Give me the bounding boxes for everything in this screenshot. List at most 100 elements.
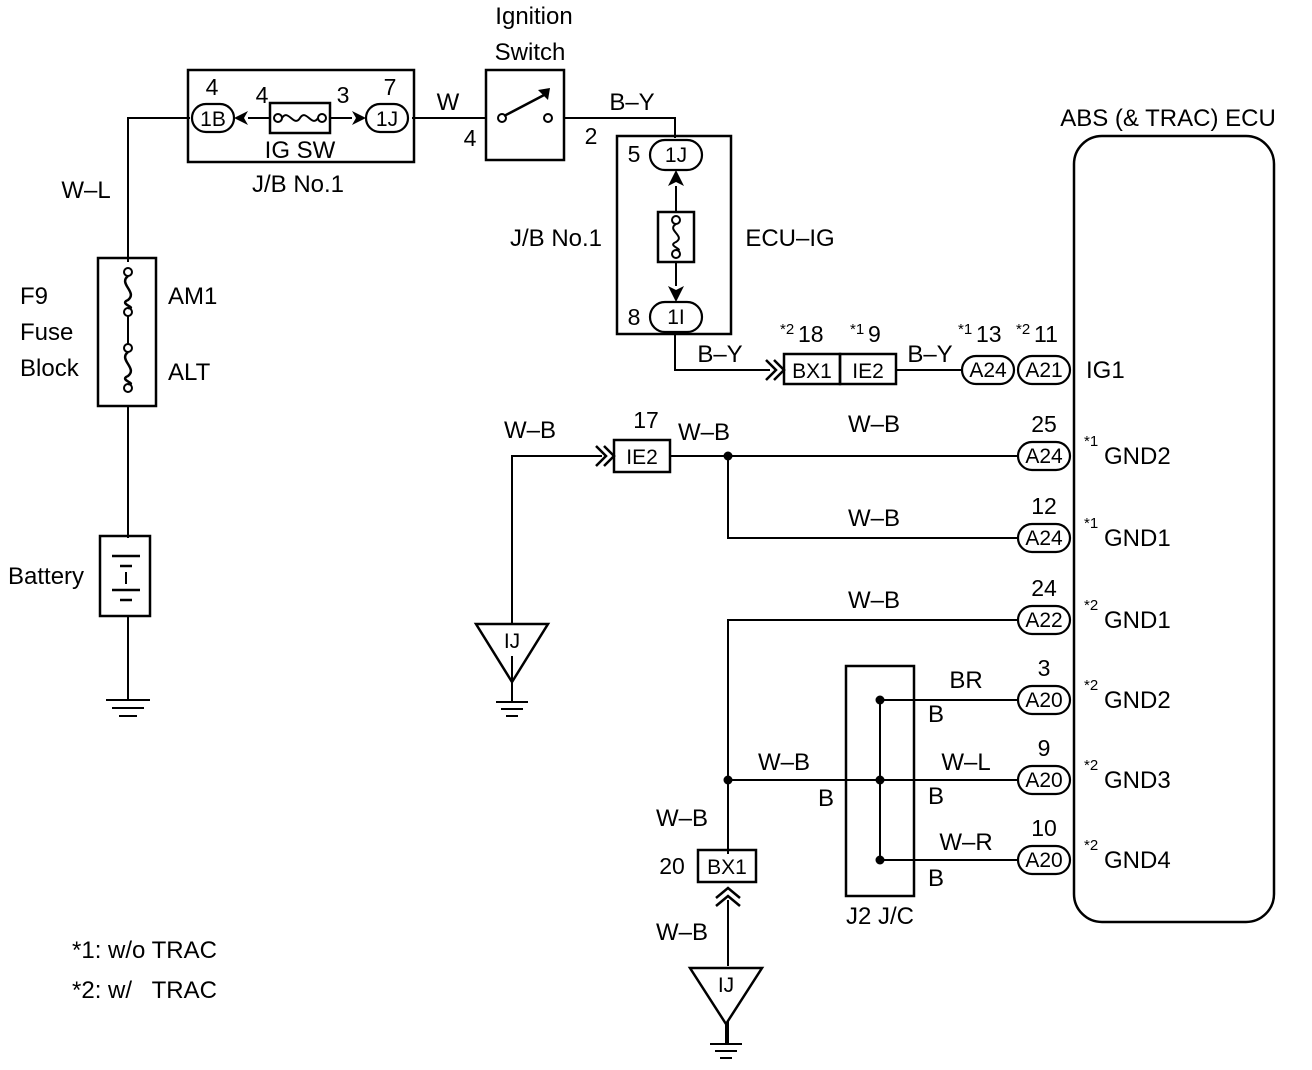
terminal-gnd2-t: GND2 [1104,687,1171,714]
terminal-gnd1-w-note: *1 [1084,515,1098,532]
am1-fuse-icon [123,275,133,310]
terminal-gnd4-t: GND4 [1104,847,1171,874]
connector-ie2-mid-label: IE2 [626,446,658,469]
note-2: *2: w/ TRAC [72,977,217,1004]
connector-1b-label: 1B [200,108,226,131]
ecu-ig-label: ECU–IG [745,225,834,252]
connector-a20-gnd4 [1016,844,1072,876]
pin-7-1j: 7 [384,74,397,100]
connector-ie2-mid [612,438,672,474]
connector-a20-gnd2 [1016,684,1072,716]
wire-label-b-2: B [928,783,944,810]
wire-label-w-l: W–L [61,177,110,204]
connector-a24-gnd2-label: A24 [1025,445,1063,468]
jb-no1-label-top: J/B No.1 [252,171,344,198]
pin-3-fuse: 3 [337,82,350,108]
connector-a24-gnd2 [1016,440,1072,472]
connector-a20-gnd4-label: A20 [1025,849,1062,872]
wire-label-w: W [437,89,460,116]
pin-17: 17 [633,407,659,433]
connector-a21-ig-label: A21 [1025,359,1062,382]
wire-label-b-y-right: B–Y [907,341,952,368]
j2-jc-box [844,664,916,898]
pin-4-fuse: 4 [256,82,269,108]
wire-label-w-b-vert: W–B [656,805,708,832]
jb-no1-label-mid: J/B No.1 [510,225,602,252]
connector-1i-label: 1I [667,306,685,329]
wire-w-b-left [511,455,602,624]
wire-label-w-b-gnd1: W–B [848,505,900,532]
ignition-switch-label-1: Ignition [495,3,572,30]
wire-label-w-b-left: W–B [504,417,556,444]
connector-a22-label: A22 [1025,609,1062,632]
wire-w-b-gnd1 [727,456,1018,539]
connector-a20-gnd3-label: A20 [1025,769,1062,792]
connector-a24-ig-label: A24 [969,359,1007,382]
splice-dot [875,695,885,705]
arrow-up-icon [668,170,684,186]
pin-4-ign: 4 [464,125,477,151]
pin-9-note: *1 [850,321,864,338]
abs-trac-ecu: ABS (& TRAC) ECU [1060,105,1276,924]
connector-bx1-bottom [696,848,758,884]
pin-20: 20 [659,853,685,879]
pin-13: 13 [976,321,1002,347]
pin-3: 3 [1038,655,1051,681]
terminal-gnd2-w: GND2 [1104,443,1171,470]
connector-pins-icon [715,886,741,907]
ground-ij-bottom-label: IJ [718,974,734,997]
wire-b-y-mid [674,332,770,371]
pin-18: 18 [798,321,824,347]
ground-icon [710,1024,742,1059]
ground-icon [496,682,528,717]
abs-ecu-title: ABS (& TRAC) ECU [1060,105,1276,132]
ig-sw-label: IG SW [265,137,336,164]
connector-bx1-bottom-label: BX1 [707,856,747,879]
f9-label: F9 [20,283,48,310]
splice-dot [723,775,733,785]
ecu-ig-fuse [656,210,696,264]
connector-1j-ecuig-label: 1J [665,144,687,167]
pin-18-note: *2 [780,321,794,338]
splice-dot [875,855,885,865]
wire-label-w-b-a22: W–B [848,587,900,614]
connector-ie2-top [838,352,898,386]
ground-icon [106,699,150,717]
terminal-gnd4-t-note: *2 [1084,837,1098,854]
arrow-right-icon [352,111,366,125]
ignition-switch: Ignition Switch 4 2 [464,3,597,162]
wire-label-w-b-bottom: W–B [656,919,708,946]
pin-10: 10 [1031,815,1057,841]
ground-ij-left [473,622,551,685]
wire-label-w-b-ie2: W–B [678,419,730,446]
battery-icon [98,534,152,618]
wire-label-br: BR [949,667,982,694]
pin-9: 9 [868,321,881,347]
terminal-gnd1-t-note: *2 [1084,597,1098,614]
terminal-gnd1-t: GND1 [1104,607,1171,634]
fuse-label: Fuse [20,319,73,346]
pin-25: 25 [1031,411,1057,437]
jb-no1-ig-sw: 1B 1J 4 4 3 7 IG SW [186,68,416,164]
connector-a24-gnd1-label: A24 [1025,527,1063,550]
pin-9b: 9 [1038,735,1051,761]
wire-label-b-1: B [928,701,944,728]
wire-label-b-3: B [928,865,944,892]
wire-label-w-b-gnd2: W–B [848,411,900,438]
pin-8-1i: 8 [628,304,641,330]
wire-w-l [127,117,190,262]
connector-a21-ig [1016,354,1072,386]
battery-label: Battery [8,563,84,590]
ground-ij-bottom [687,966,765,1027]
terminal-gnd3-t-note: *2 [1084,757,1098,774]
pin-24: 24 [1031,575,1057,601]
j2-jc-label: J2 J/C [846,903,914,930]
terminal-gnd3-t: GND3 [1104,767,1171,794]
pin-5-1j: 5 [628,141,641,167]
ignition-switch-label-2: Switch [495,39,566,66]
wire-label-w-l-gnd3: W–L [941,749,990,776]
pin-13-note: *1 [958,321,972,338]
terminal-gnd1-w: GND1 [1104,525,1171,552]
connector-1j-label: 1J [376,108,398,131]
